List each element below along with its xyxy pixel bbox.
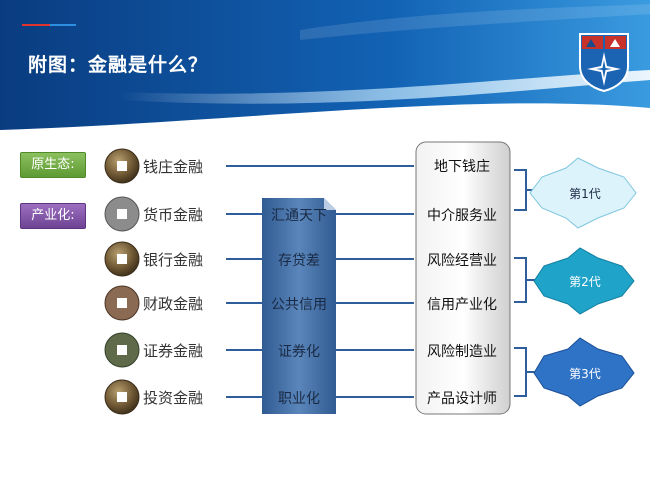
tag-industry: 产业化: <box>20 203 86 229</box>
row-label-caizheng: 财政金融 <box>143 295 204 313</box>
right-text-dixia: 地下钱庄 <box>434 159 490 175</box>
middle-text-zhengquanhua: 证券化 <box>278 344 320 360</box>
generation-label-1: 第1代 <box>569 187 601 201</box>
coin-icon <box>104 379 140 415</box>
middle-text-huitong: 汇通天下 <box>271 208 327 224</box>
middle-text-gonggong: 公共信用 <box>271 297 327 313</box>
row-label-yinhang: 银行金融 <box>143 251 204 269</box>
generation-label-2: 第2代 <box>569 275 601 289</box>
generation-badge-1 <box>529 157 637 229</box>
middle-panel <box>262 198 336 414</box>
coin-icon <box>104 285 140 321</box>
generation-label-3: 第3代 <box>569 367 601 381</box>
coin-icon <box>104 332 140 368</box>
braces <box>514 169 536 397</box>
row-label-huobi: 货币金融 <box>143 206 204 224</box>
coin-icon <box>104 196 140 232</box>
compass-star-icon <box>579 33 629 92</box>
header-banner <box>0 0 650 130</box>
right-text-fengxianjingying: 风险经营业 <box>427 253 497 269</box>
row-label-zhengquan: 证券金融 <box>143 342 204 360</box>
tag-origin: 原生态: <box>20 152 86 178</box>
row-label-touzi: 投资金融 <box>143 389 204 407</box>
coin-icon <box>104 148 140 184</box>
right-text-zhongjie: 中介服务业 <box>427 208 497 224</box>
right-text-fengxianzhizao: 风险制造业 <box>427 344 497 360</box>
coin-icon <box>104 241 140 277</box>
generation-badge-3 <box>533 337 635 407</box>
connector-lines <box>226 165 414 398</box>
right-text-chanpin: 产品设计师 <box>427 391 497 407</box>
generation-badge-2 <box>533 247 635 315</box>
row-label-qianzhuang: 钱庄金融 <box>143 158 204 176</box>
right-text-xinyong: 信用产业化 <box>427 297 497 313</box>
middle-text-zhiye: 职业化 <box>278 391 320 407</box>
middle-text-cundai: 存贷差 <box>278 253 320 269</box>
slide-title: 附图：金融是什么？ <box>28 54 209 76</box>
right-panel <box>415 141 511 415</box>
